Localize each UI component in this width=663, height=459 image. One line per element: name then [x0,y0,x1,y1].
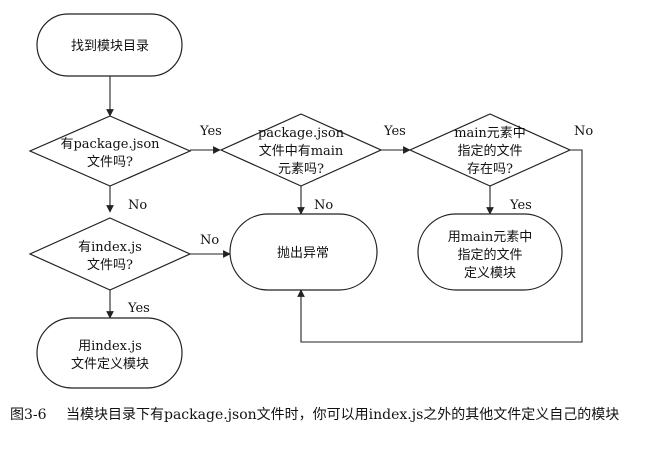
label-d4-yes: Yes [127,301,150,316]
d1-line-1: 有package.json [60,137,160,152]
label-d2-yes: Yes [383,124,406,139]
node-use-main-line-2: 指定的文件 [457,247,522,263]
decision-has-index-js: 有index.js 文件吗? [28,217,192,291]
decision-main-file-exists: main元素中 指定的文件 存在吗? [408,113,572,187]
node-use-index: 用index.js 文件定义模块 [36,317,183,389]
flowchart: 找到模块目录 有package.json 文件吗? package.json 文… [28,13,593,389]
decision-has-package-json: 有package.json 文件吗? [28,115,192,187]
node-use-main: 用main元素中 指定的文件 定义模块 [417,213,563,291]
d3-line-1: main元素中 [454,126,526,141]
label-d2-no: No [314,198,333,213]
label-d4-no: No [200,233,219,248]
d3-line-2: 指定的文件 [457,143,522,159]
decision-has-main-element: package.json 文件中有main 元素吗? [219,113,383,187]
label-d3-no: No [574,124,593,139]
label-d1-no: No [128,198,147,213]
edge-labels: Yes No Yes No Yes No No Yes [127,124,593,316]
figure-number: 图3-6 [10,407,47,423]
node-throw-error: 抛出异常 [229,213,378,291]
node-error-line-1: 抛出异常 [277,246,329,261]
label-d3-yes: Yes [509,198,532,213]
label-d1-yes: Yes [199,124,222,139]
d2-line-3: 元素吗? [278,162,324,177]
d4-line-1: 有index.js [78,240,142,255]
d2-line-1: package.json [258,126,345,141]
node-use-index-line-2: 文件定义模块 [71,357,149,372]
edge-d3-no [297,149,583,343]
figure-caption-text: 当模块目录下有package.json文件时，你可以用index.js之外的其他… [66,407,620,423]
node-use-main-line-1: 用main元素中 [448,230,533,245]
d1-line-2: 文件吗? [87,155,133,170]
node-use-index-line-1: 用index.js [78,339,142,354]
node-use-main-line-3: 定义模块 [464,266,516,281]
d2-line-2: 文件中有main [259,144,344,159]
d4-line-2: 文件吗? [87,258,133,273]
node-start-line-1: 找到模块目录 [71,39,149,54]
node-start: 找到模块目录 [36,13,183,77]
edges [106,76,583,343]
d3-line-3: 存在吗? [467,162,513,177]
figure-caption: 图3-6 当模块目录下有package.json文件时，你可以用index.js之… [10,404,650,426]
